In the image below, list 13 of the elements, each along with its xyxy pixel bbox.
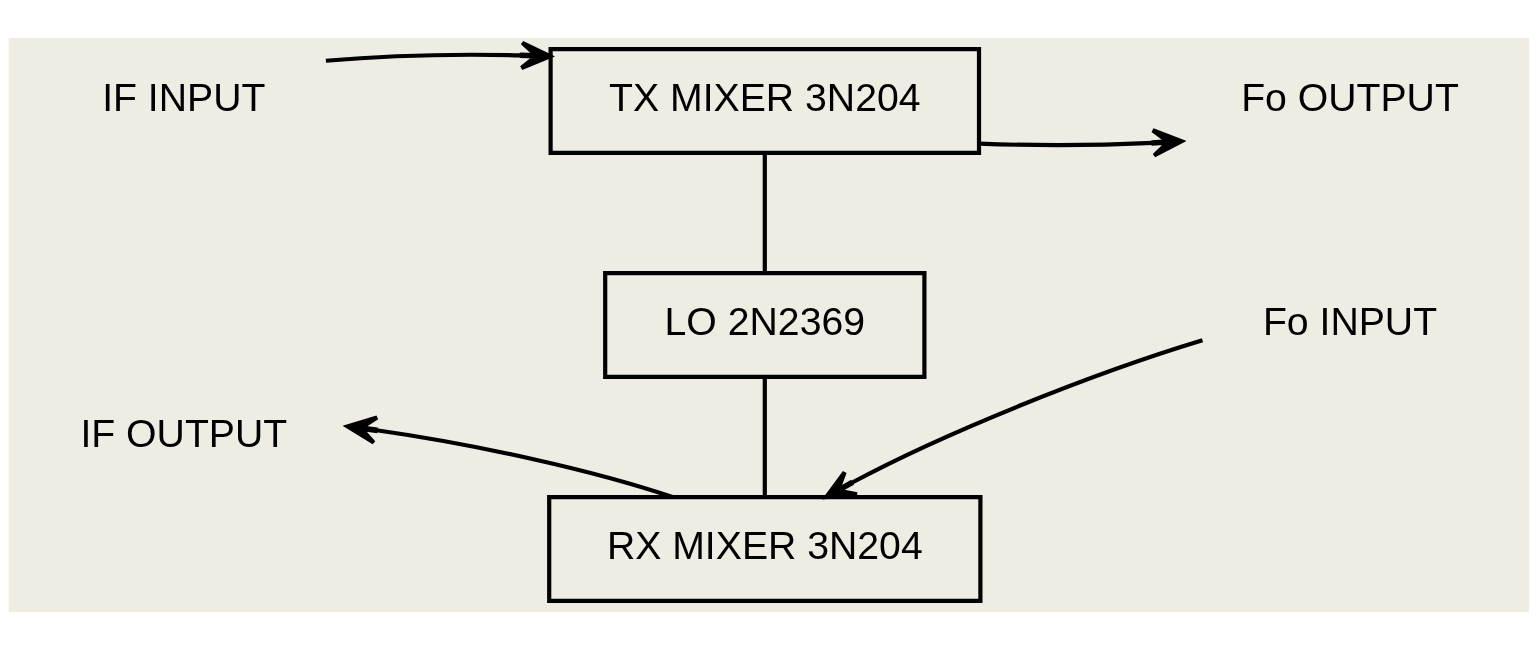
arrow: [345, 415, 674, 499]
node-text: Fo INPUT: [1262, 299, 1438, 343]
node-box: RX MIXER 3N204: [547, 494, 983, 603]
arrow: [979, 127, 1184, 158]
connector: [762, 152, 767, 272]
node-box: LO 2N2369: [603, 270, 927, 379]
node-box: TX MIXER 3N204: [548, 46, 982, 155]
arrow: [824, 337, 1204, 499]
node-text: IF INPUT: [102, 75, 266, 119]
node-text: IF OUTPUT: [80, 411, 288, 455]
arrow: [325, 40, 552, 70]
connector: [762, 376, 767, 496]
node-text: Fo OUTPUT: [1241, 75, 1459, 119]
